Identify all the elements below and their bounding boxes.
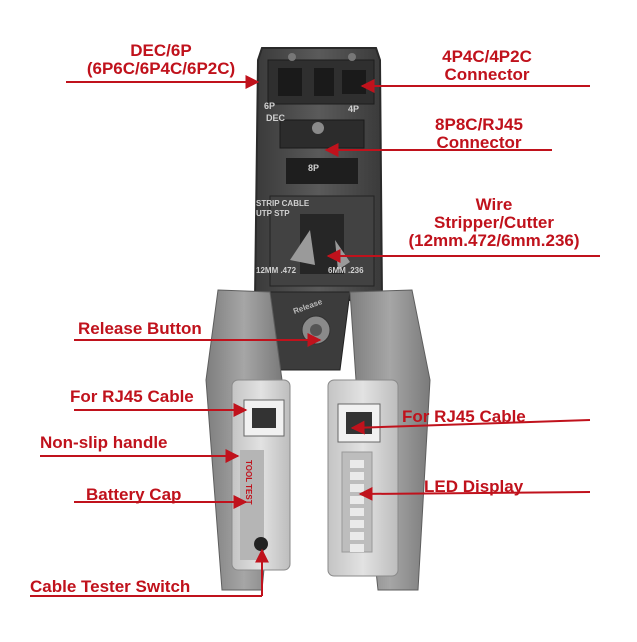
rj45-right-label: For RJ45 Cable: [402, 407, 526, 426]
utp-stp-marking: UTP STP: [256, 209, 290, 218]
left-handle: TOOL TEST: [205, 289, 291, 591]
wire-stripper-label: Wire Stripper/Cutter (12mm.472/6mm.236): [384, 196, 604, 250]
release-assembly: Release: [269, 291, 351, 371]
dec6p-label: DEC/6P (6P6C/6P4C/6P2C): [66, 42, 256, 78]
wire-stripper-label-line2: Stripper/Cutter: [434, 213, 554, 232]
dec6p-label-line2: (6P6C/6P4C/6P2C): [86, 59, 236, 78]
die-4p-marking: 4P: [348, 104, 359, 114]
size-6mm-marking: 6MM .236: [328, 266, 364, 275]
die-6p-marking: 6P: [264, 101, 275, 111]
4p4c-label-line2: Connector: [444, 65, 530, 84]
rj45-left-label: For RJ45 Cable: [70, 387, 194, 406]
brand-marking: TOOL TEST: [244, 460, 253, 505]
8p8c-label-line1: 8P8C/RJ45: [435, 115, 523, 134]
nonslip-handle-label: Non-slip handle: [40, 433, 168, 452]
size-12mm-marking: 12MM .472: [256, 266, 297, 275]
8p8c-label-line2: Connector: [436, 133, 522, 152]
tester-switch: [254, 537, 268, 551]
4p4c-label-line1: 4P4C/4P2C: [442, 47, 532, 66]
annotation-arrows: [30, 75, 600, 597]
wire-stripper-label-line3: (12mm.472/6mm.236): [408, 231, 580, 250]
cable-tester-switch-label: Cable Tester Switch: [30, 577, 191, 596]
die-8p-marking: 8P: [308, 163, 319, 173]
strip-cable-marking: STRIP CABLE: [256, 199, 310, 208]
dec6p-label-line1: DEC/6P: [130, 41, 192, 60]
battery-cap-label: Battery Cap: [86, 485, 182, 504]
led-strip: [350, 460, 364, 552]
wire-stripper-label-line1: Wire: [475, 195, 513, 214]
8p8c-label: 8P8C/RJ45 Connector: [414, 116, 544, 152]
right-handle: [327, 289, 431, 591]
led-display-label: LED Display: [424, 477, 524, 496]
4p4c-label: 4P4C/4P2C Connector: [412, 48, 562, 84]
release-button-label: Release Button: [78, 319, 202, 338]
die-dec-marking: DEC: [266, 113, 286, 123]
crimper-head: 6P DEC 4P 8P STRIP CABLE UTP STP 12MM .4…: [253, 47, 384, 301]
